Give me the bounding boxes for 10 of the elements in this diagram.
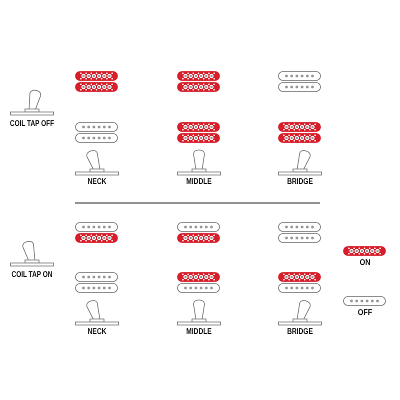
coil-tap-label: COIL TAP ON <box>12 270 52 279</box>
switch-position-label: MIDDLE <box>186 327 212 336</box>
switch-position-label: BRIDGE <box>286 327 312 336</box>
switch-position-label: MIDDLE <box>186 177 212 186</box>
switch-position-label: NECK <box>87 327 106 336</box>
switch-position-label: BRIDGE <box>286 177 312 186</box>
legend-label: ON <box>359 258 370 267</box>
coil-tap-label: COIL TAP OFF <box>10 119 54 128</box>
switch-position-label: NECK <box>87 177 106 186</box>
legend-label: OFF <box>357 308 372 317</box>
